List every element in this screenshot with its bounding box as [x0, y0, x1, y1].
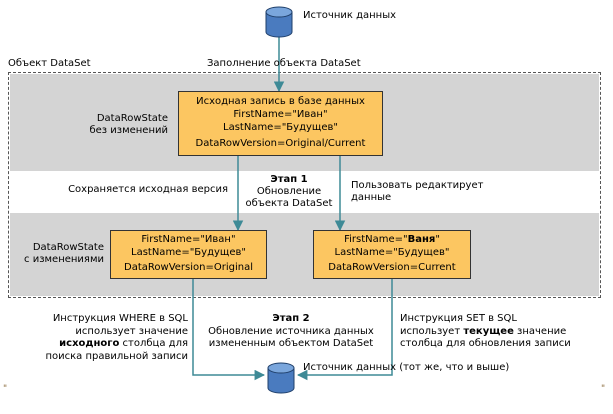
- fill-label: Заполнение объекта DataSet: [207, 58, 361, 69]
- dataset-title: Объект DataSet: [8, 58, 91, 69]
- database-icon: [267, 362, 295, 397]
- source-bottom-label: Источник данных (тот же, что и выше): [303, 362, 510, 373]
- right-record-box: FirstName="Ваня" LastName="Будущев" Data…: [313, 230, 471, 279]
- modified-band: [10, 213, 599, 296]
- arrow-where: [192, 279, 266, 381]
- arrow-set: [296, 279, 393, 381]
- set-text: Инструкция SET в SQL использует текущее …: [400, 313, 571, 349]
- quote-left: ": [3, 384, 8, 394]
- stage1-label: Этап 1 Обновление объекта DataSet: [245, 174, 333, 209]
- database-icon: [265, 6, 293, 41]
- user-edits-label: Пользовать редактирует данные: [351, 180, 484, 203]
- state-modified: DataRowState с изменениями: [24, 242, 104, 265]
- stage2-label: Этап 2 Обновление источника данных измен…: [208, 313, 374, 349]
- keep-original-label: Сохраняется исходная версия: [68, 184, 228, 195]
- original-record-box: Исходная запись в базе данных FirstName=…: [178, 91, 383, 156]
- source-top-label: Источник данных: [303, 10, 397, 21]
- dataset-frame: [8, 72, 601, 298]
- state-unchanged: DataRowState без изменений: [89, 113, 168, 136]
- left-record-box: FirstName="Иван" LastName="Будущев" Data…: [110, 230, 267, 279]
- where-text: Инструкция WHERE в SQL использует значен…: [45, 313, 188, 362]
- quote-right: ": [601, 384, 606, 394]
